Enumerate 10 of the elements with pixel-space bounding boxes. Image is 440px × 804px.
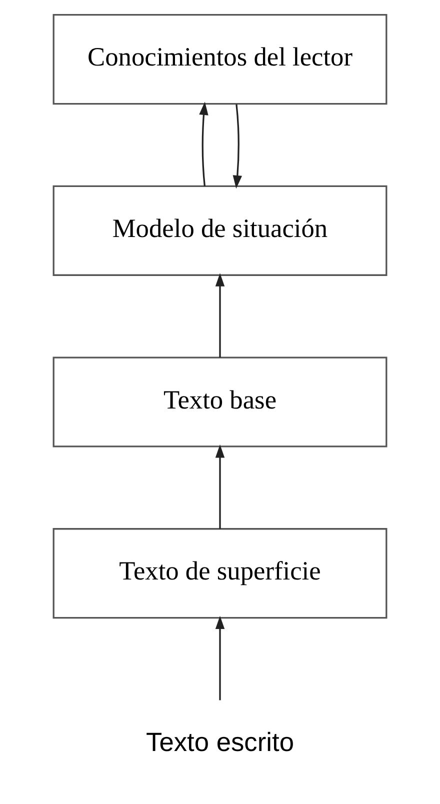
node-box: Conocimientos del lector — [52, 14, 388, 105]
arrow — [199, 102, 208, 186]
node-box: Texto base — [52, 356, 388, 448]
node-box: Modelo de situación — [52, 185, 388, 276]
arrow — [232, 104, 242, 189]
arrow — [215, 616, 225, 700]
arrow — [215, 444, 225, 529]
node-text: Texto escrito — [146, 726, 294, 757]
node-box: Texto de superficie — [52, 528, 388, 619]
arrow — [215, 273, 225, 358]
